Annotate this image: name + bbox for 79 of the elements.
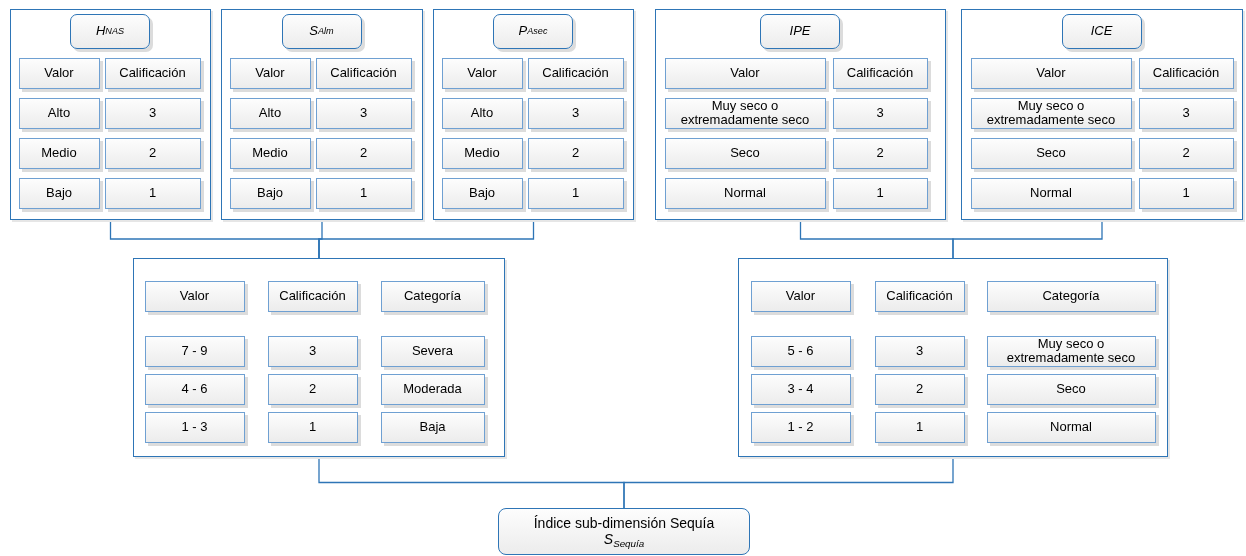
table-cell: 1 (315, 177, 412, 209)
table-cell: 1 (832, 177, 928, 209)
table-cell: Seco (970, 137, 1132, 169)
table-cell: 3 (315, 97, 412, 129)
table-cell: 3 (527, 97, 624, 129)
table-cell: 4 - 6 (144, 373, 245, 405)
table-cell: 1 - 3 (144, 411, 245, 443)
table-cell: Calificación (267, 280, 358, 312)
table-cell: 1 (527, 177, 624, 209)
table-cell: Alto (441, 97, 523, 129)
connector-line (623, 456, 954, 509)
table-cell: Seco (986, 373, 1156, 405)
table-panel (738, 258, 1168, 457)
table-cell: Alto (229, 97, 311, 129)
result-box (498, 508, 750, 555)
table-cell: Baja (380, 411, 485, 443)
table-cell: Calificación (1138, 57, 1234, 89)
table-panel (655, 9, 946, 220)
table-cell: 3 (267, 335, 358, 367)
table-panel (961, 9, 1243, 220)
table-cell: Valor (970, 57, 1132, 89)
result-title: Índice sub-dimensión Sequía (533, 516, 715, 532)
table-cell: 3 - 4 (750, 373, 851, 405)
index-label: IPE (760, 13, 840, 49)
connector-line (318, 219, 535, 259)
table-cell: Alto (18, 97, 100, 129)
table-cell: Categoría (986, 280, 1156, 312)
table-cell: Muy seco o extremadamente seco (970, 97, 1132, 129)
table-cell: 2 (1138, 137, 1234, 169)
table-cell: Calificación (104, 57, 201, 89)
table-cell: 1 - 2 (750, 411, 851, 443)
table-cell: Bajo (441, 177, 523, 209)
table-cell: Valor (229, 57, 311, 89)
table-cell: 7 - 9 (144, 335, 245, 367)
table-cell: Moderada (380, 373, 485, 405)
table-cell: Normal (664, 177, 826, 209)
table-cell: 3 (874, 335, 965, 367)
table-cell: Valor (664, 57, 826, 89)
table-cell: Normal (970, 177, 1132, 209)
table-cell: 2 (267, 373, 358, 405)
table-cell: Medio (441, 137, 523, 169)
table-cell: 1 (1138, 177, 1234, 209)
table-cell: 3 (104, 97, 201, 129)
table-cell: 3 (1138, 97, 1234, 129)
table-cell: Valor (144, 280, 245, 312)
table-panel (10, 9, 211, 220)
table-cell: Valor (18, 57, 100, 89)
table-cell: Calificación (315, 57, 412, 89)
table-panel (221, 9, 423, 220)
table-cell: Categoría (380, 280, 485, 312)
table-cell: 5 - 6 (750, 335, 851, 367)
table-cell: 1 (104, 177, 201, 209)
table-cell: Calificación (527, 57, 624, 89)
table-cell: 2 (874, 373, 965, 405)
table-cell: Seco (664, 137, 826, 169)
result-symbol: S$_{Sequía}$ (603, 531, 645, 547)
table-cell: Medio (18, 137, 100, 169)
table-cell: Calificación (874, 280, 965, 312)
index-label: ICE (1061, 13, 1142, 49)
table-cell: Calificación (832, 57, 928, 89)
table-cell: 2 (315, 137, 412, 169)
table-cell: Muy seco o extremadamente seco (986, 335, 1156, 367)
table-cell: Bajo (18, 177, 100, 209)
table-panel (433, 9, 634, 220)
table-cell: 2 (104, 137, 201, 169)
table-cell: 2 (527, 137, 624, 169)
table-panel (133, 258, 505, 457)
table-cell: Muy seco o extremadamente seco (664, 97, 826, 129)
table-cell: Valor (441, 57, 523, 89)
table-cell: Medio (229, 137, 311, 169)
table-cell: 1 (267, 411, 358, 443)
table-cell: Normal (986, 411, 1156, 443)
table-cell: Valor (750, 280, 851, 312)
table-cell: 1 (874, 411, 965, 443)
table-cell: Bajo (229, 177, 311, 209)
table-cell: Severa (380, 335, 485, 367)
table-cell: 3 (832, 97, 928, 129)
table-cell: 2 (832, 137, 928, 169)
connector-line (952, 219, 1103, 259)
